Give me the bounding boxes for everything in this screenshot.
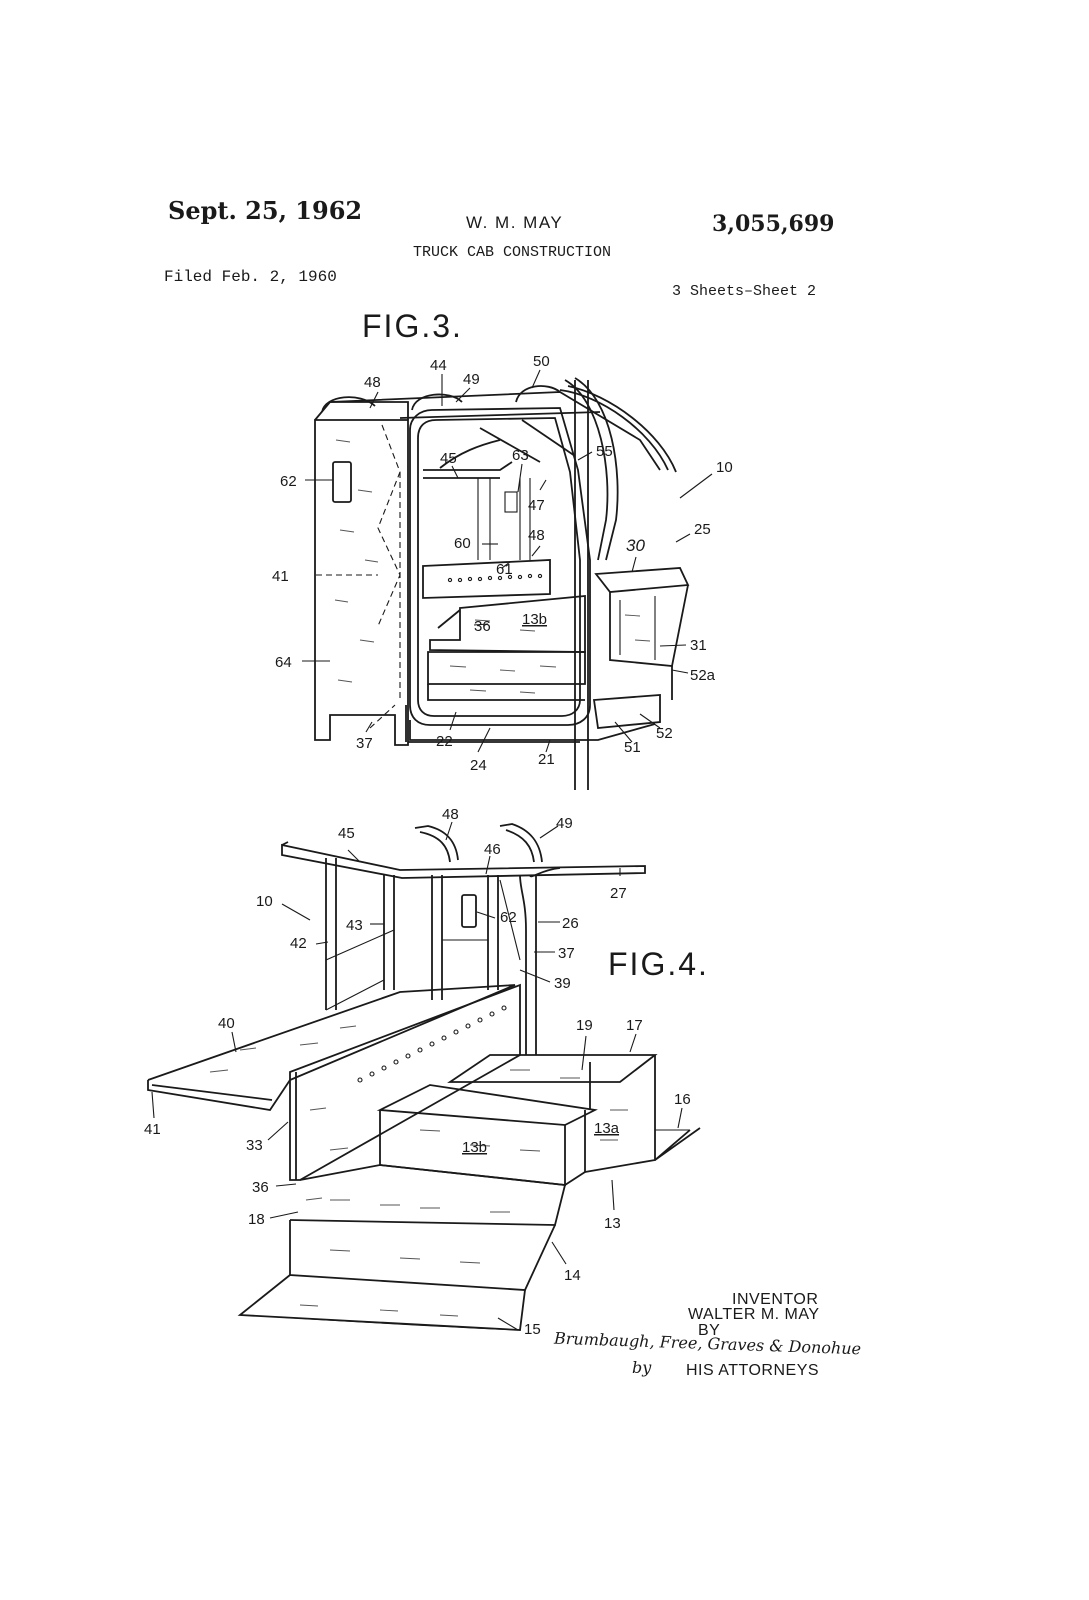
ref-40: 40 [218, 1015, 235, 1032]
ref-55: 55 [596, 443, 613, 460]
ref-13b: 13b [462, 1139, 487, 1156]
ref-25: 25 [694, 521, 711, 538]
ref-45: 45 [338, 825, 355, 842]
by-script: by [632, 1358, 652, 1377]
ref-37: 37 [558, 945, 575, 962]
filed-date: Filed Feb. 2, 1960 [164, 268, 337, 286]
ref-64: 64 [275, 654, 292, 671]
fig4-leaders [151, 821, 683, 1331]
fig3-leaders [302, 369, 713, 753]
ref-48: 48 [364, 374, 381, 391]
ref-51: 51 [624, 739, 641, 756]
fig4-reference-numerals: 48 49 45 46 27 10 43 62 26 42 37 39 40 1… [144, 806, 691, 1338]
patent-number: 3,055,699 [712, 211, 835, 237]
ref-44: 44 [430, 357, 447, 374]
ref-17: 17 [626, 1017, 643, 1034]
ref-36: 36 [252, 1179, 269, 1196]
ref-41: 41 [144, 1121, 161, 1138]
fig4-drawing: 48 49 45 46 27 10 43 62 26 42 37 39 40 1… [144, 806, 701, 1338]
fig3-label: FIG.3. [362, 308, 463, 344]
patent-date: Sept. 25, 1962 [168, 196, 363, 225]
attorneys-label: HIS ATTORNEYS [686, 1362, 820, 1379]
ref-13b: 13b [522, 611, 547, 628]
ref-36: 36 [474, 618, 491, 635]
sheet-count: 3 Sheets–Sheet 2 [672, 283, 817, 300]
fig4-perforations [357, 1005, 507, 1083]
ref-43: 43 [346, 917, 363, 934]
ref-30: 30 [626, 536, 645, 555]
fig4-label: FIG.4. [608, 946, 709, 982]
ref-41: 41 [272, 568, 289, 585]
fig3-drawing: 48 44 49 50 55 10 62 45 63 47 25 60 48 3… [272, 353, 733, 790]
ref-10: 10 [716, 459, 733, 476]
ref-15: 15 [524, 1321, 541, 1338]
ref-39: 39 [554, 975, 571, 992]
inventor-name: WALTER M. MAY [688, 1306, 820, 1323]
ref-48: 48 [528, 527, 545, 544]
ref-18: 18 [248, 1211, 265, 1228]
ref-22: 22 [436, 733, 453, 750]
ref-47: 47 [528, 497, 545, 514]
ref-63: 63 [512, 447, 529, 464]
inventor-header: W. M. MAY [466, 213, 564, 232]
ref-46: 46 [484, 841, 501, 858]
ref-62: 62 [500, 909, 517, 926]
ref-24: 24 [470, 757, 487, 774]
by-label: BY [698, 1322, 721, 1339]
ref-62: 62 [280, 473, 297, 490]
ref-21: 21 [538, 751, 555, 768]
ref-42: 42 [290, 935, 307, 952]
ref-19: 19 [576, 1017, 593, 1034]
ref-49: 49 [463, 371, 480, 388]
ref-52: 52 [656, 725, 673, 742]
ref-33: 33 [246, 1137, 263, 1154]
ref-13: 13 [604, 1215, 621, 1232]
fig3-reference-numerals: 48 44 49 50 55 10 62 45 63 47 25 60 48 3… [272, 353, 733, 774]
ref-60: 60 [454, 535, 471, 552]
fig3-perforations [447, 573, 543, 583]
ref-31: 31 [690, 637, 707, 654]
ref-50: 50 [533, 353, 550, 370]
fig3-shading [334, 439, 651, 694]
ref-13a: 13a [594, 1120, 620, 1137]
ref-14: 14 [564, 1267, 581, 1284]
ref-26: 26 [562, 915, 579, 932]
ref-45: 45 [440, 450, 457, 467]
ref-61: 61 [496, 561, 513, 578]
ref-48: 48 [442, 806, 459, 823]
ref-52a: 52a [690, 667, 716, 684]
ref-49: 49 [556, 815, 573, 832]
ref-37: 37 [356, 735, 373, 752]
ref-10: 10 [256, 893, 273, 910]
inventor-label: INVENTOR [732, 1291, 819, 1308]
ref-27: 27 [610, 885, 627, 902]
patent-title: TRUCK CAB CONSTRUCTION [413, 244, 612, 261]
ref-16: 16 [674, 1091, 691, 1108]
fig4-shading [209, 1025, 628, 1317]
